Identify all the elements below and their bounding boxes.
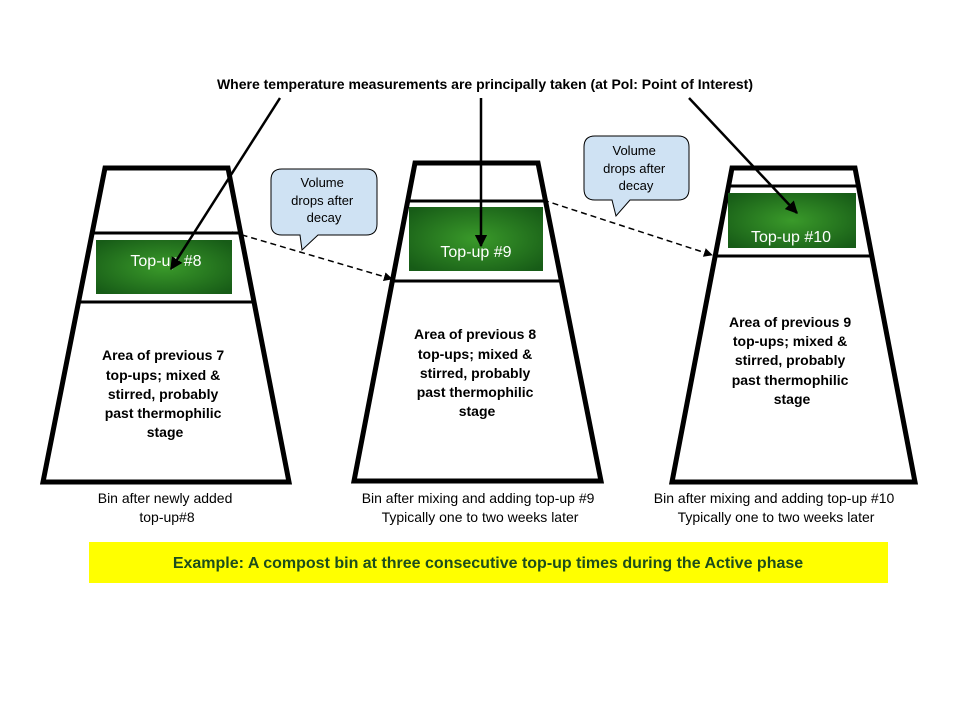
bin-3-caption: Bin after mixing and adding top-up #10 T… — [654, 490, 898, 525]
bin-1-caption-line: top-up#8 — [139, 509, 194, 525]
bin-2-caption: Bin after mixing and adding top-up #9 Ty… — [362, 490, 599, 525]
callout-1: Volume drops after decay — [270, 168, 378, 252]
bin-2-body-line: top-ups; mixed & — [418, 346, 532, 362]
bin-3-body-line: top-ups; mixed & — [733, 333, 847, 349]
callout-2: Volume drops after decay — [583, 135, 690, 218]
bin-2-caption-line: Typically one to two weeks later — [382, 509, 579, 525]
bin-2-body-text: Area of previous 8 top-ups; mixed & stir… — [414, 326, 540, 419]
bin-2-caption-line: Bin after mixing and adding top-up #9 — [362, 490, 595, 506]
bin-3-caption-line: Typically one to two weeks later — [678, 509, 875, 525]
bin-2-topup-block — [409, 207, 543, 271]
summary-banner-text: Example: A compost bin at three consecut… — [173, 555, 803, 572]
bin-2: Top-up #9 Area of previous 8 top-ups; mi… — [350, 160, 605, 525]
bin-3-topup-label: Top-up #10 — [751, 229, 831, 246]
callout-1-bubble — [270, 168, 378, 252]
bin-1-body-line: stage — [147, 424, 184, 440]
bin-3-body-line: Area of previous 9 — [729, 314, 851, 330]
bin-1-body-line: Area of previous 7 — [102, 347, 224, 363]
bin-2-body-line: stirred, probably — [420, 365, 531, 381]
bin-2-body-line: stage — [459, 403, 496, 419]
bin-1: Top-up #8 Area of previous 7 top-ups; mi… — [39, 165, 293, 525]
bin-1-caption: Bin after newly added top-up#8 — [98, 490, 237, 525]
bin-1-topup-block — [96, 240, 232, 294]
bin-1-body-line: stirred, probably — [108, 386, 219, 402]
bin-3-caption-line: Bin after mixing and adding top-up #10 — [654, 490, 895, 506]
bin-1-body-line: past thermophilic — [105, 405, 222, 421]
bin-1-body-line: top-ups; mixed & — [106, 367, 220, 383]
bin-2-body-line: past thermophilic — [417, 384, 534, 400]
bin-2-topup-label: Top-up #9 — [440, 244, 511, 261]
bin-3-body-line: past thermophilic — [732, 372, 849, 388]
summary-banner — [89, 542, 888, 583]
callout-2-line: decay — [619, 178, 654, 193]
bin-1-body-text: Area of previous 7 top-ups; mixed & stir… — [102, 347, 228, 440]
callout-2-line: Volume — [613, 143, 656, 158]
measurement-note: Where temperature measurements are princ… — [217, 76, 753, 92]
measurement-arrow-3 — [688, 97, 798, 214]
bin-3-body-text: Area of previous 9 top-ups; mixed & stir… — [729, 314, 855, 407]
callout-1-line: decay — [307, 210, 342, 225]
bin-1-caption-line: Bin after newly added — [98, 490, 233, 506]
callout-2-text: Volume drops after decay — [603, 143, 669, 193]
callout-1-line: drops after — [291, 193, 354, 208]
bin-3-body-line: stirred, probably — [735, 352, 846, 368]
measurement-arrow-1 — [169, 97, 282, 271]
bin-3-body-line: stage — [774, 391, 811, 407]
callout-1-text: Volume drops after decay — [291, 175, 357, 225]
bin-3: Top-up #10 Area of previous 9 top-ups; m… — [654, 165, 919, 525]
bin-2-body-line: Area of previous 8 — [414, 326, 536, 342]
callout-2-line: drops after — [603, 161, 666, 176]
callout-2-bubble — [583, 135, 690, 218]
bin-1-topup-label: Top-up #8 — [130, 253, 201, 270]
volume-drop-arrow-1 — [231, 231, 393, 282]
callout-1-line: Volume — [301, 175, 344, 190]
volume-drop-arrow-2 — [542, 199, 713, 257]
